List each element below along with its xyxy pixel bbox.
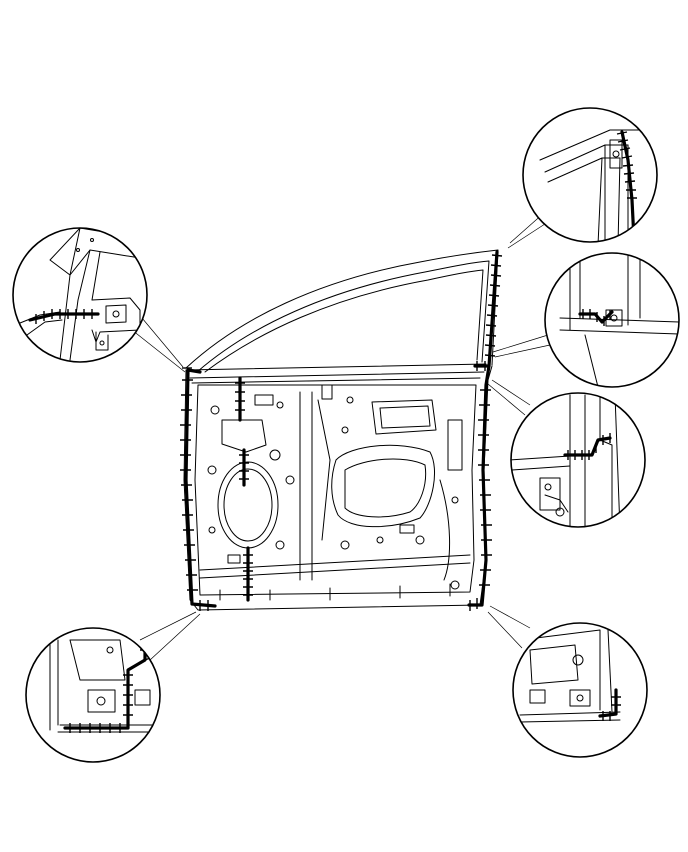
detail-lower-right [512, 622, 648, 758]
belt-line [185, 363, 487, 384]
access-hole [331, 444, 436, 528]
door-inner-outline [194, 384, 477, 596]
handle-recess [371, 399, 437, 435]
latch-rail [439, 479, 451, 581]
regulator-rail [299, 391, 313, 581]
door-holes [207, 384, 460, 590]
window-frame-outer [185, 249, 499, 369]
sealing-tape [180, 250, 503, 611]
upper-service-hole [221, 419, 267, 453]
speaker-hole-inner [223, 468, 273, 542]
lower-ribs [219, 583, 451, 601]
detail-lower-left [25, 627, 161, 763]
handle-recess-inner [379, 405, 431, 429]
detail-upper-left [12, 227, 148, 363]
window-frame-inner [196, 260, 490, 373]
window-frame-inner-2 [204, 269, 484, 373]
impact-beam [199, 554, 471, 579]
speaker-hole [217, 461, 279, 549]
detail-belt-right [544, 252, 680, 388]
access-hole-inner [344, 458, 427, 518]
detail-hinge-right [510, 392, 646, 528]
regulator-arm [317, 399, 331, 541]
lock-area [447, 419, 463, 471]
door-body [183, 249, 499, 611]
detail-upper-right [522, 107, 658, 243]
